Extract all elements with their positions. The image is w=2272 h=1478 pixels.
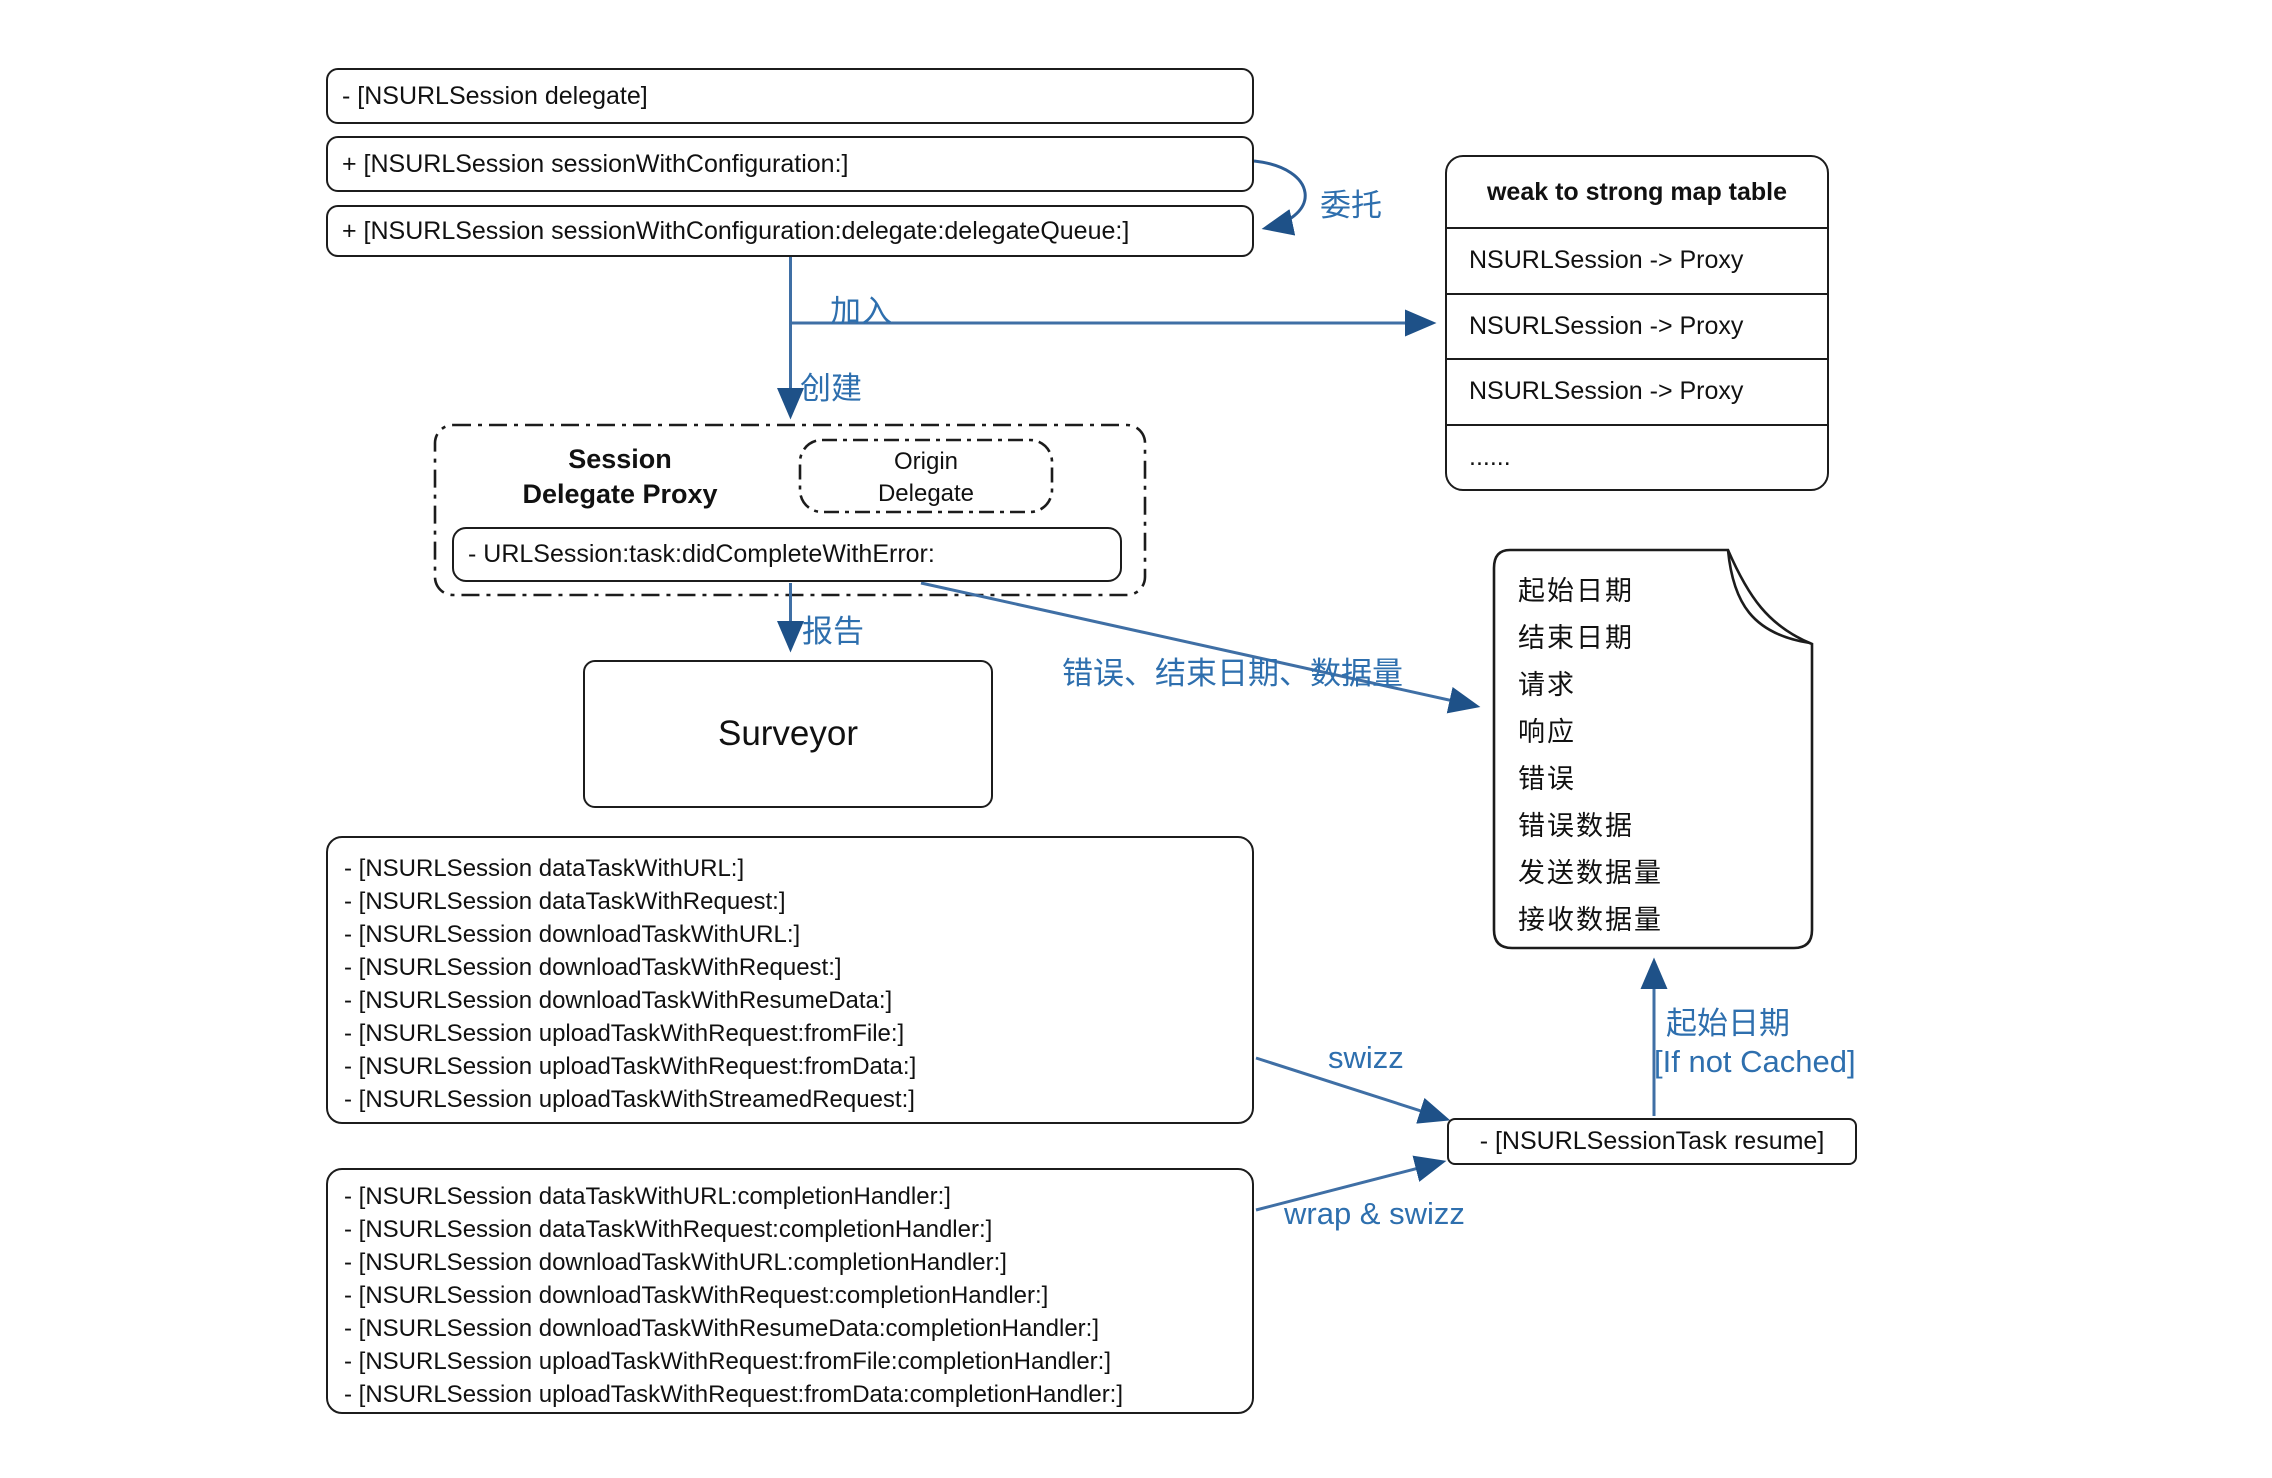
label-swizz: swizz [1328,1040,1404,1075]
box-session-with-configuration-delegate-queue: + [NSURLSession sessionWithConfiguration… [326,205,1254,257]
completion-method: - [NSURLSession uploadTaskWithRequest:fr… [344,1381,1124,1408]
task-method: - [NSURLSession uploadTaskWithRequest:fr… [344,1053,917,1080]
box-nsurlsessiontask-resume: - [NSURLSessionTask resume] [1447,1118,1857,1165]
box-task-methods: - [NSURLSession dataTaskWithURL:] - [NSU… [326,836,1254,1124]
session-delegate-proxy-title: Session Delegate Proxy [450,442,790,512]
surveyor-label: Surveyor [717,714,859,753]
resume-label: - [NSURLSessionTask resume] [1479,1127,1825,1155]
origin-delegate-label: Origin Delegate [800,446,1052,510]
completion-method: - [NSURLSession downloadTaskWithRequest:… [344,1282,1049,1309]
document-line: 起始日期 [1518,576,1634,606]
proxy-title-line1: Session [568,444,672,474]
task-method: - [NSURLSession uploadTaskWithStreamedRe… [344,1086,915,1113]
map-table-row: NSURLSession -> Proxy [1447,295,1827,360]
box-did-complete-with-error: - URLSession:task:didCompleteWithError: [452,527,1122,582]
label-if-not-cached: [If not Cached] [1654,1044,1856,1079]
label-join-cn: 加入 [830,294,892,329]
task-method: - [NSURLSession dataTaskWithURL:] [344,855,745,882]
document-line: 错误数据 [1518,811,1634,841]
completion-method: - [NSURLSession dataTaskWithURL:completi… [344,1183,951,1210]
map-table-row: NSURLSession -> Proxy [1447,360,1827,426]
weak-to-strong-map-table: weak to strong map table NSURLSession ->… [1445,155,1829,491]
task-method: - [NSURLSession downloadTaskWithResumeDa… [344,987,893,1014]
completion-method: - [NSURLSession downloadTaskWithResumeDa… [344,1315,1100,1342]
document-line: 结束日期 [1518,623,1634,653]
document-line: 请求 [1518,670,1576,700]
task-method: - [NSURLSession uploadTaskWithRequest:fr… [344,1020,905,1047]
task-method: - [NSURLSession dataTaskWithRequest:] [344,888,786,915]
completion-method: - [NSURLSession uploadTaskWithRequest:fr… [344,1348,1111,1375]
method-label: + [NSURLSession sessionWithConfiguration… [342,149,849,178]
box-session-with-configuration: + [NSURLSession sessionWithConfiguration… [326,136,1254,192]
proxy-title-line2: Delegate Proxy [522,479,718,509]
map-table-row: NSURLSession -> Proxy [1447,229,1827,295]
origin-line2: Delegate [877,480,975,507]
document-line: 错误 [1518,764,1576,794]
document-field-list: 起始日期 结束日期 请求 响应 错误 错误数据 发送数据量 接收数据量 [1518,568,1798,944]
arrow-delegate-curve [1253,159,1307,236]
label-report-cn: 报告 [802,614,864,649]
completion-method: - [NSURLSession downloadTaskWithURL:comp… [344,1249,1007,1276]
box-surveyor: Surveyor [583,660,993,808]
box-nsurlsession-delegate: - [NSURLSession delegate] [326,68,1254,124]
task-method: - [NSURLSession downloadTaskWithRequest:… [344,954,842,981]
label-wrap-swizz: wrap & swizz [1284,1196,1465,1231]
map-table-title: weak to strong map table [1447,157,1827,229]
document-line: 接收数据量 [1518,905,1663,935]
method-label: + [NSURLSession sessionWithConfiguration… [342,216,1130,245]
document-line: 响应 [1518,717,1576,747]
method-label: - [NSURLSession delegate] [342,81,648,110]
box-completion-methods: - [NSURLSession dataTaskWithURL:completi… [326,1168,1254,1414]
method-label: - URLSession:task:didCompleteWithError: [468,540,935,568]
map-table-row: ...... [1469,442,1511,471]
task-method: - [NSURLSession downloadTaskWithURL:] [344,921,801,948]
label-delegate-cn: 委托 [1320,188,1382,223]
label-create-cn: 创建 [800,371,862,406]
completion-method: - [NSURLSession dataTaskWithRequest:comp… [344,1216,993,1243]
origin-line1: Origin [893,448,959,475]
label-error-end-data-cn: 错误、结束日期、数据量 [1062,656,1403,691]
label-start-date-cn: 起始日期 [1666,1006,1790,1041]
document-line: 发送数据量 [1518,858,1663,888]
